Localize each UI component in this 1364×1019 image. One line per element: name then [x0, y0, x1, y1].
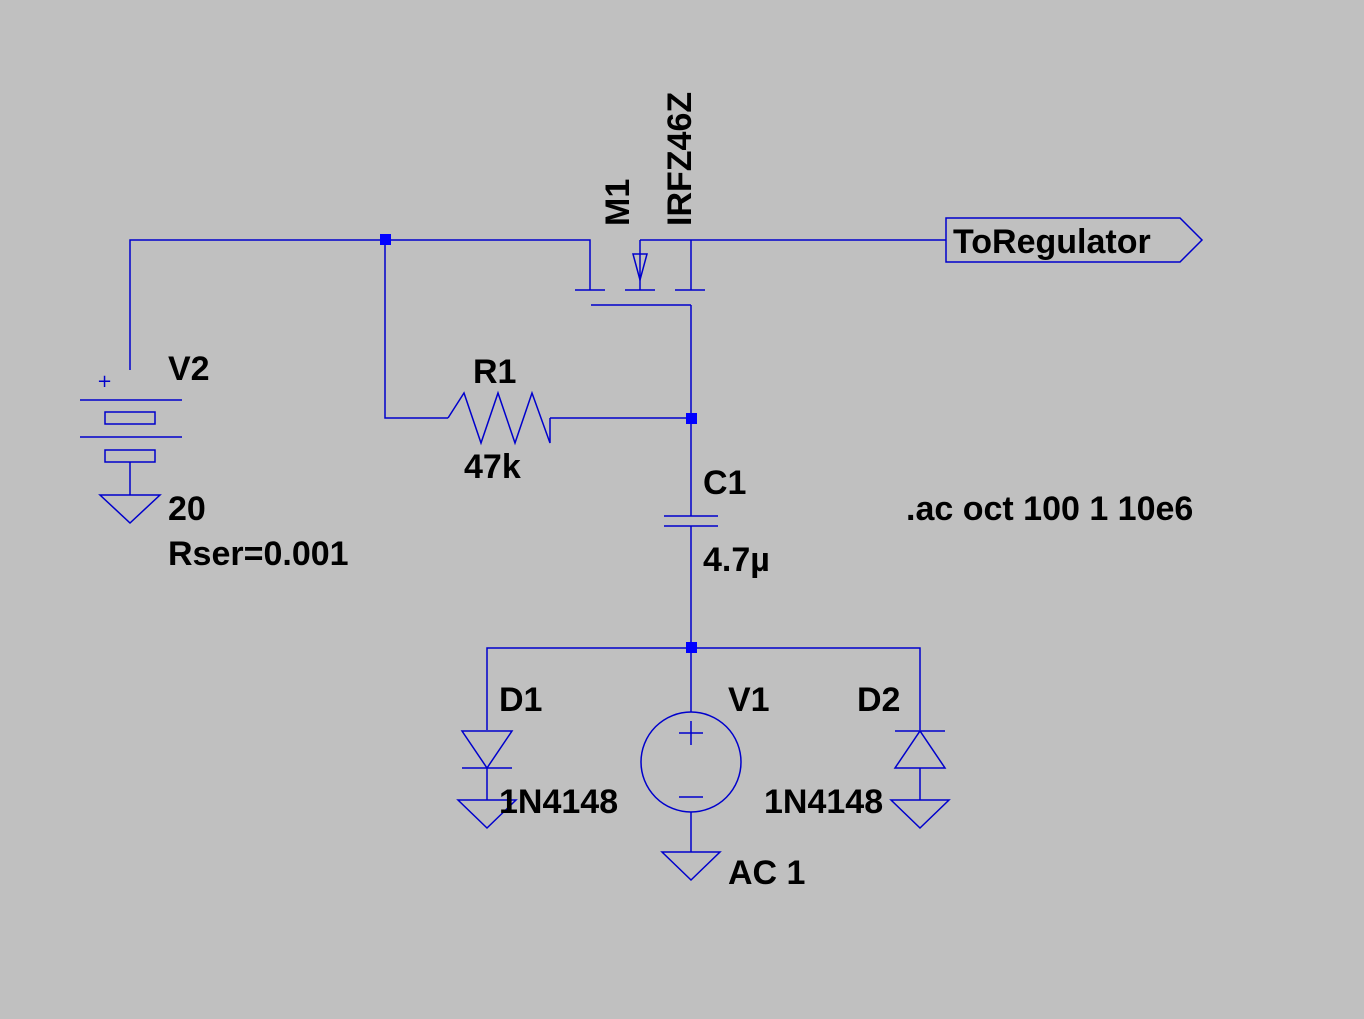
c1-name[interactable]: C1: [703, 464, 746, 502]
wire-top-rail[interactable]: [129, 239, 591, 370]
wire-bottom-rail[interactable]: [486, 647, 921, 730]
labels: V2 20 Rser=0.001 R1 47k M1 IRFZ46Z C1 4.…: [168, 92, 1193, 892]
junction-dot: [686, 642, 697, 653]
c1-value[interactable]: 4.7µ: [703, 541, 770, 579]
r1-name[interactable]: R1: [473, 353, 516, 391]
m1-name[interactable]: M1: [599, 179, 637, 226]
capacitor-c1[interactable]: [664, 515, 718, 527]
resistor-r1[interactable]: [447, 390, 551, 446]
v1-name[interactable]: V1: [728, 681, 770, 719]
junctions: [380, 234, 697, 653]
v1-value[interactable]: AC 1: [728, 854, 805, 892]
net-label-toregulator[interactable]: ToRegulator: [945, 217, 1204, 263]
wire-r1-left[interactable]: [384, 240, 448, 419]
mosfet-m1[interactable]: [575, 240, 705, 306]
r1-value[interactable]: 47k: [464, 448, 521, 486]
d1-model[interactable]: 1N4148: [499, 783, 618, 821]
d2-model[interactable]: 1N4148: [764, 783, 883, 821]
net-label-text: ToRegulator: [953, 223, 1151, 261]
m1-model[interactable]: IRFZ46Z: [661, 92, 699, 226]
d1-name[interactable]: D1: [499, 681, 542, 719]
diode-d2[interactable]: [889, 729, 951, 830]
wires: [129, 239, 946, 730]
battery-v2[interactable]: +: [80, 371, 182, 525]
v2-value[interactable]: 20: [168, 490, 206, 528]
diode-d1[interactable]: [456, 730, 518, 830]
battery-plus-sign: +: [97, 371, 112, 392]
junction-dot: [686, 413, 697, 424]
d2-name[interactable]: D2: [857, 681, 900, 719]
v2-name[interactable]: V2: [168, 350, 210, 388]
spice-directive[interactable]: .ac oct 100 1 10e6: [906, 490, 1193, 528]
junction-dot: [380, 234, 391, 245]
v2-rser[interactable]: Rser=0.001: [168, 535, 349, 573]
voltage-source-v1[interactable]: [640, 711, 742, 882]
